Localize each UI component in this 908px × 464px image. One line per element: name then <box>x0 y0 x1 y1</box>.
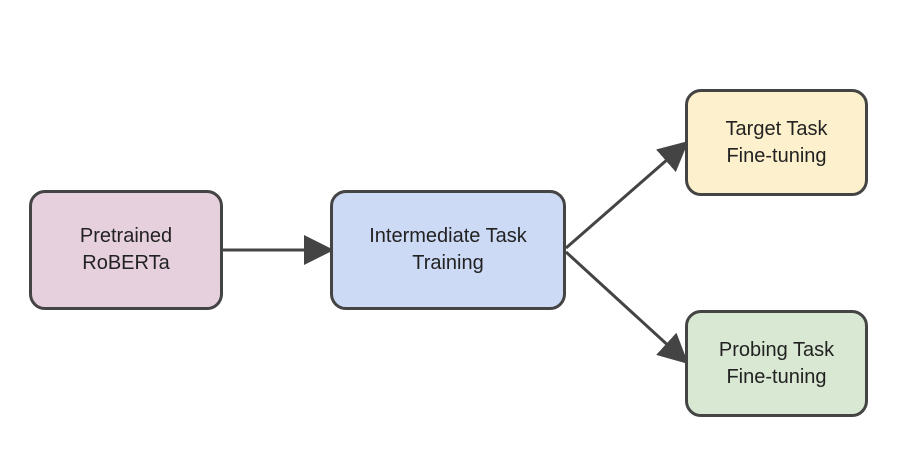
node-label-line: Training <box>412 252 484 274</box>
node-label-line: Target Task <box>725 117 828 140</box>
node-intermediate-task-training: Intermediate Task Training <box>330 190 566 310</box>
node-pretrained-roberta: Pretrained RoBERTa <box>29 190 223 310</box>
node-target-task-fine-tuning: Target Task Fine-tuning <box>685 89 868 196</box>
node-probing-task-fine-tuning: Probing Task Fine-tuning <box>685 310 868 417</box>
node-label-line: Pretrained <box>79 225 173 247</box>
edge-intermediate-to-probing <box>564 250 689 365</box>
node-label-line: RoBERTa <box>82 252 170 274</box>
node-label-line: Probing Task <box>718 338 835 361</box>
node-label-line: Fine-tuning <box>726 365 827 388</box>
edge-intermediate-to-target <box>565 141 689 250</box>
node-label-line: Intermediate Task <box>369 225 527 247</box>
node-label-line: Fine-tuning <box>726 144 827 167</box>
